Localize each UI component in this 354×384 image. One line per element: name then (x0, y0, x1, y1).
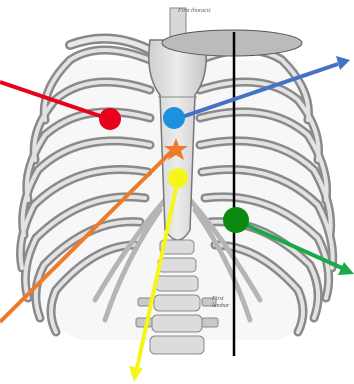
red-dot-marker (99, 108, 121, 130)
yellow-dot-marker (168, 168, 188, 188)
yellow-arrow-head (129, 366, 143, 382)
blue-dot-marker (163, 107, 185, 129)
grey-ellipse-overlay (162, 30, 302, 56)
first-lumbar-label-line2: lumbar (212, 303, 230, 309)
first-lumbar-label-line1: First (211, 296, 224, 302)
first-thoracic-label: First thoracic (177, 8, 212, 14)
blue-arrow-head (336, 56, 350, 70)
green-dot-marker (223, 207, 249, 233)
